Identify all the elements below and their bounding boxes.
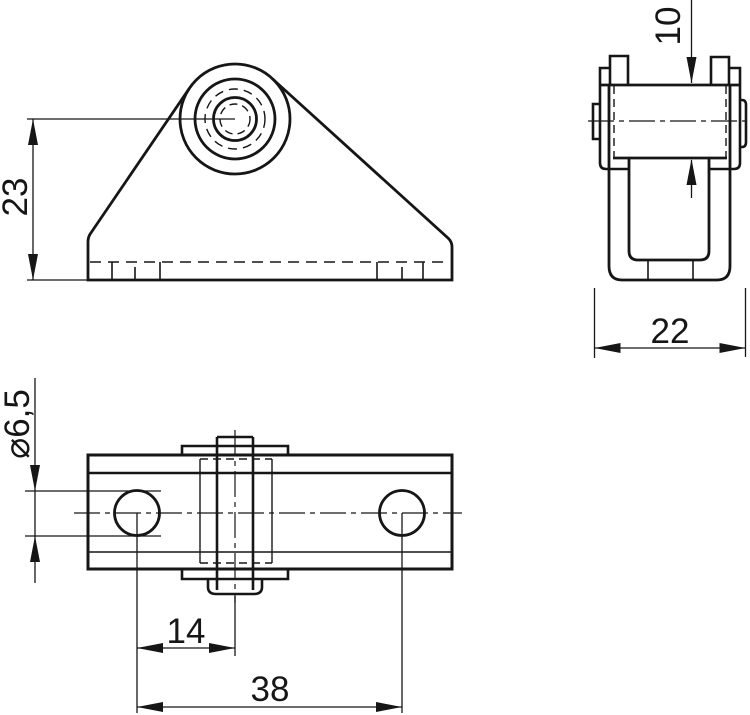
- arrowhead: [30, 536, 40, 562]
- dim-22-label: 22: [651, 312, 690, 351]
- dim-23: [27, 118, 235, 281]
- arrowhead: [719, 343, 746, 353]
- side-tab-right: [709, 55, 731, 85]
- front-view: [86, 62, 454, 282]
- side-cavity-outline: [627, 158, 711, 262]
- top-view: [74, 430, 462, 603]
- dim-10-label: 10: [649, 7, 688, 46]
- dim-14: [136, 513, 236, 713]
- dim-hole-diameter-label: ⌀6,5: [0, 389, 37, 459]
- arrowhead: [209, 643, 235, 653]
- dim-23-label: 23: [0, 178, 35, 217]
- side-body-outline: [607, 85, 732, 282]
- dim-hole-diameter: [25, 378, 161, 583]
- arrowhead: [30, 465, 40, 491]
- arrowhead: [28, 254, 38, 280]
- plate-outline: [86, 453, 454, 571]
- arrowhead: [686, 159, 697, 185]
- arrowhead: [594, 343, 621, 353]
- side-tab-left: [608, 54, 630, 85]
- arrowhead: [686, 57, 697, 83]
- side-strip-left: [598, 66, 629, 171]
- arrowhead: [137, 643, 163, 653]
- side-ear-right: [740, 98, 748, 149]
- dim-38: [137, 513, 403, 713]
- dim-10: [686, 0, 697, 198]
- side-view: [588, 54, 750, 282]
- side-strip-right: [709, 66, 742, 171]
- dim-14-label: 14: [167, 612, 206, 651]
- base-ticks: [111, 262, 424, 279]
- arrowhead: [28, 119, 38, 145]
- dim-22: [593, 288, 747, 358]
- arrowhead: [376, 702, 402, 712]
- arrowhead: [137, 702, 163, 712]
- dim-38-label: 38: [251, 670, 290, 709]
- front-outline: [86, 77, 454, 282]
